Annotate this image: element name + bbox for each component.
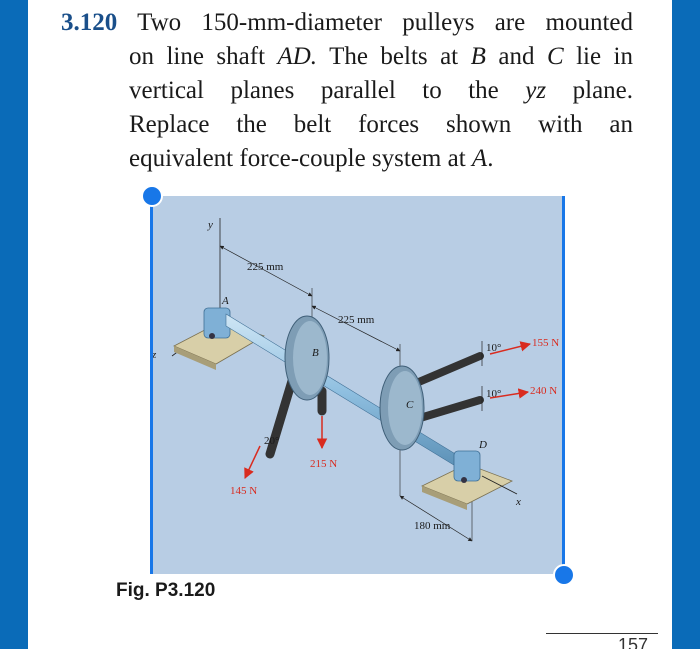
- x-axis-label: x: [515, 496, 521, 508]
- dim-line-1: [219, 245, 313, 297]
- angle-b-label: 20°: [264, 435, 279, 447]
- force-240-label: 240 N: [530, 385, 557, 397]
- problem-line-4: Replace the belt forces shown with an: [129, 111, 633, 138]
- point-d-label: D: [478, 439, 487, 451]
- force-145-label: 145 N: [230, 485, 257, 497]
- force-240-arrow: [489, 388, 530, 399]
- problem-line-1: 3.120 Two 150-mm-diameter pulleys are mo…: [61, 9, 633, 36]
- pulley-c: [379, 352, 484, 451]
- angle-c1-label: 10°: [486, 342, 501, 354]
- problem-line-5: equivalent force-couple system at A.: [129, 145, 494, 172]
- point-b-label: B: [312, 347, 319, 359]
- problem-statement[interactable]: 3.120 Two 150-mm-diameter pulleys are mo…: [61, 6, 633, 176]
- x-axis-line: [481, 475, 518, 495]
- problem-line-3: vertical planes parallel to the yz plane…: [129, 77, 634, 104]
- force-155-label: 155 N: [532, 337, 559, 349]
- point-a-label: A: [221, 295, 229, 307]
- force-215-label: 215 N: [310, 458, 337, 470]
- dim-label-3: 180 mm: [414, 520, 451, 532]
- bearing-d: [421, 450, 513, 510]
- pulley-shaft-figure: y z 225 mm 225 mm 180 mm A B 20° C: [152, 218, 559, 542]
- dim-label-2: 225 mm: [338, 314, 375, 326]
- figure-caption: Fig. P3.120: [116, 580, 216, 601]
- selection-start-handle[interactable]: [141, 185, 163, 207]
- z-axis-label: z: [152, 349, 157, 361]
- problem-number: 3.120: [61, 9, 118, 36]
- selection-edge-right: [562, 196, 565, 574]
- dim-label-1: 225 mm: [247, 261, 284, 273]
- force-145-arrow: [244, 445, 261, 479]
- point-c-label: C: [406, 399, 414, 411]
- dim-line-2: [311, 305, 401, 352]
- footer-rule: [546, 633, 658, 634]
- problem-line-2: on line shaft AD. The belts at B and C l…: [129, 43, 633, 70]
- selection-end-handle[interactable]: [553, 564, 575, 586]
- dim-line-3: [399, 495, 473, 542]
- angle-c2-label: 10°: [486, 388, 501, 400]
- force-155-arrow: [489, 341, 532, 355]
- footer-page-number: 157: [618, 636, 649, 649]
- y-axis-label: y: [207, 219, 213, 231]
- selection-edge-left: [150, 194, 153, 574]
- pulley-b: [265, 315, 330, 459]
- line-shaft: [225, 313, 463, 471]
